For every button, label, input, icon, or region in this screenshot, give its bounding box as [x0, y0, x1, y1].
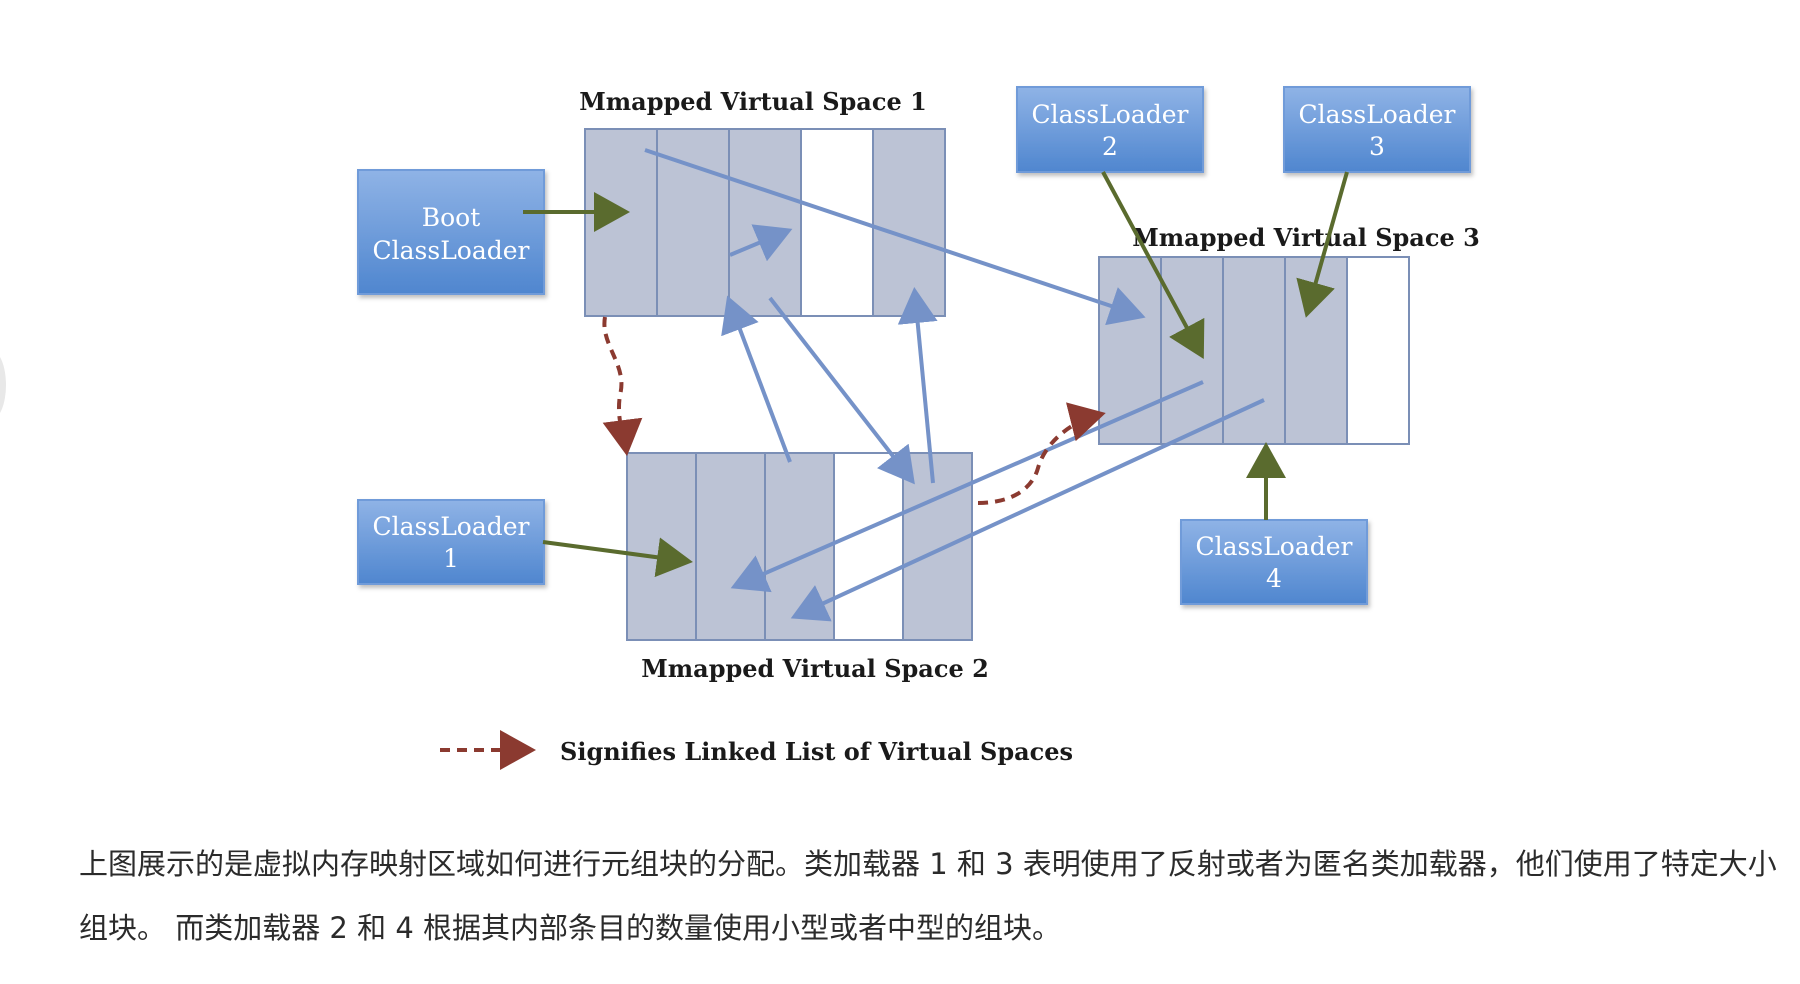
- space1-chunk-5-used: [872, 128, 946, 317]
- space1-chunk-2-used: [656, 128, 730, 317]
- space2-chunk-4-free: [833, 452, 904, 641]
- legend-text: Signifies Linked List of Virtual Spaces: [560, 737, 1073, 766]
- classloader-1-box: ClassLoader 1: [357, 499, 545, 585]
- legend: Signifies Linked List of Virtual Spaces: [440, 730, 1073, 770]
- space2-chunk-5-used: [902, 452, 973, 641]
- virtual-space-2: [626, 452, 973, 641]
- classloader-4-line2: 4: [1266, 564, 1282, 593]
- space1-chunk-1-used: [584, 128, 658, 317]
- linked-arrow-space1-to-space2: [602, 316, 643, 456]
- virtual-space-1: [584, 128, 946, 317]
- blue-arrow-within-space1: [729, 224, 793, 262]
- classloader-2-box: ClassLoader 2: [1016, 86, 1204, 173]
- blue-arrow-space1-to-space2: [768, 296, 915, 485]
- green-arrow-cl1-to-space2: [542, 537, 693, 578]
- space3-chunk-2-used: [1160, 256, 1224, 445]
- green-arrow-cl3-to-space3: [1296, 171, 1349, 318]
- classloader-3-line1: ClassLoader: [1299, 100, 1456, 129]
- blue-arrow-space3-to-space2-a: [730, 380, 1204, 593]
- blue-arrow-space1-to-space3: [644, 148, 1146, 326]
- classloader-4-line1: ClassLoader: [1196, 532, 1353, 561]
- classloader-1-line2: 1: [443, 544, 459, 573]
- space2-title: Mmapped Virtual Space 2: [641, 654, 989, 683]
- classloader-3-line2: 3: [1369, 132, 1385, 161]
- classloader-2-line2: 2: [1102, 132, 1118, 161]
- blue-arrow-space3-to-space2-b: [790, 398, 1265, 622]
- page-edge-decoration: [0, 350, 6, 420]
- green-arrow-cl2-to-space3: [1101, 171, 1205, 360]
- caption-paragraph: 上图展示的是虚拟内存映射区域如何进行元组块的分配。类加载器 1 和 3 表明使用…: [79, 847, 1777, 945]
- classloader-3-box: ClassLoader 3: [1283, 86, 1471, 173]
- classloader-4-box: ClassLoader 4: [1180, 519, 1368, 605]
- classloader-1-line1: ClassLoader: [373, 512, 530, 541]
- linked-arrow-space2-to-space3: [977, 402, 1106, 505]
- boot-classloader-line1: Boot: [422, 203, 481, 232]
- space2-chunk-2-used: [695, 452, 766, 641]
- blue-arrow-space2-to-space1-b: [897, 287, 938, 484]
- blue-arrow-space2-to-space1-a: [721, 295, 792, 463]
- classloader-2-line1: ClassLoader: [1032, 100, 1189, 129]
- space1-title: Mmapped Virtual Space 1: [579, 87, 927, 116]
- boot-classloader-line2: ClassLoader: [373, 236, 530, 265]
- virtual-space-3: [1098, 256, 1410, 445]
- space3-title: Mmapped Virtual Space 3: [1132, 223, 1480, 252]
- space1-chunk-3-used: [728, 128, 802, 317]
- metaspace-diagram: Mmapped Virtual Space 1 Mmapped Virtual …: [357, 86, 1480, 770]
- space2-chunk-1-used: [626, 452, 697, 641]
- boot-classloader-box: Boot ClassLoader: [357, 169, 545, 295]
- space3-chunk-5-free: [1346, 256, 1410, 445]
